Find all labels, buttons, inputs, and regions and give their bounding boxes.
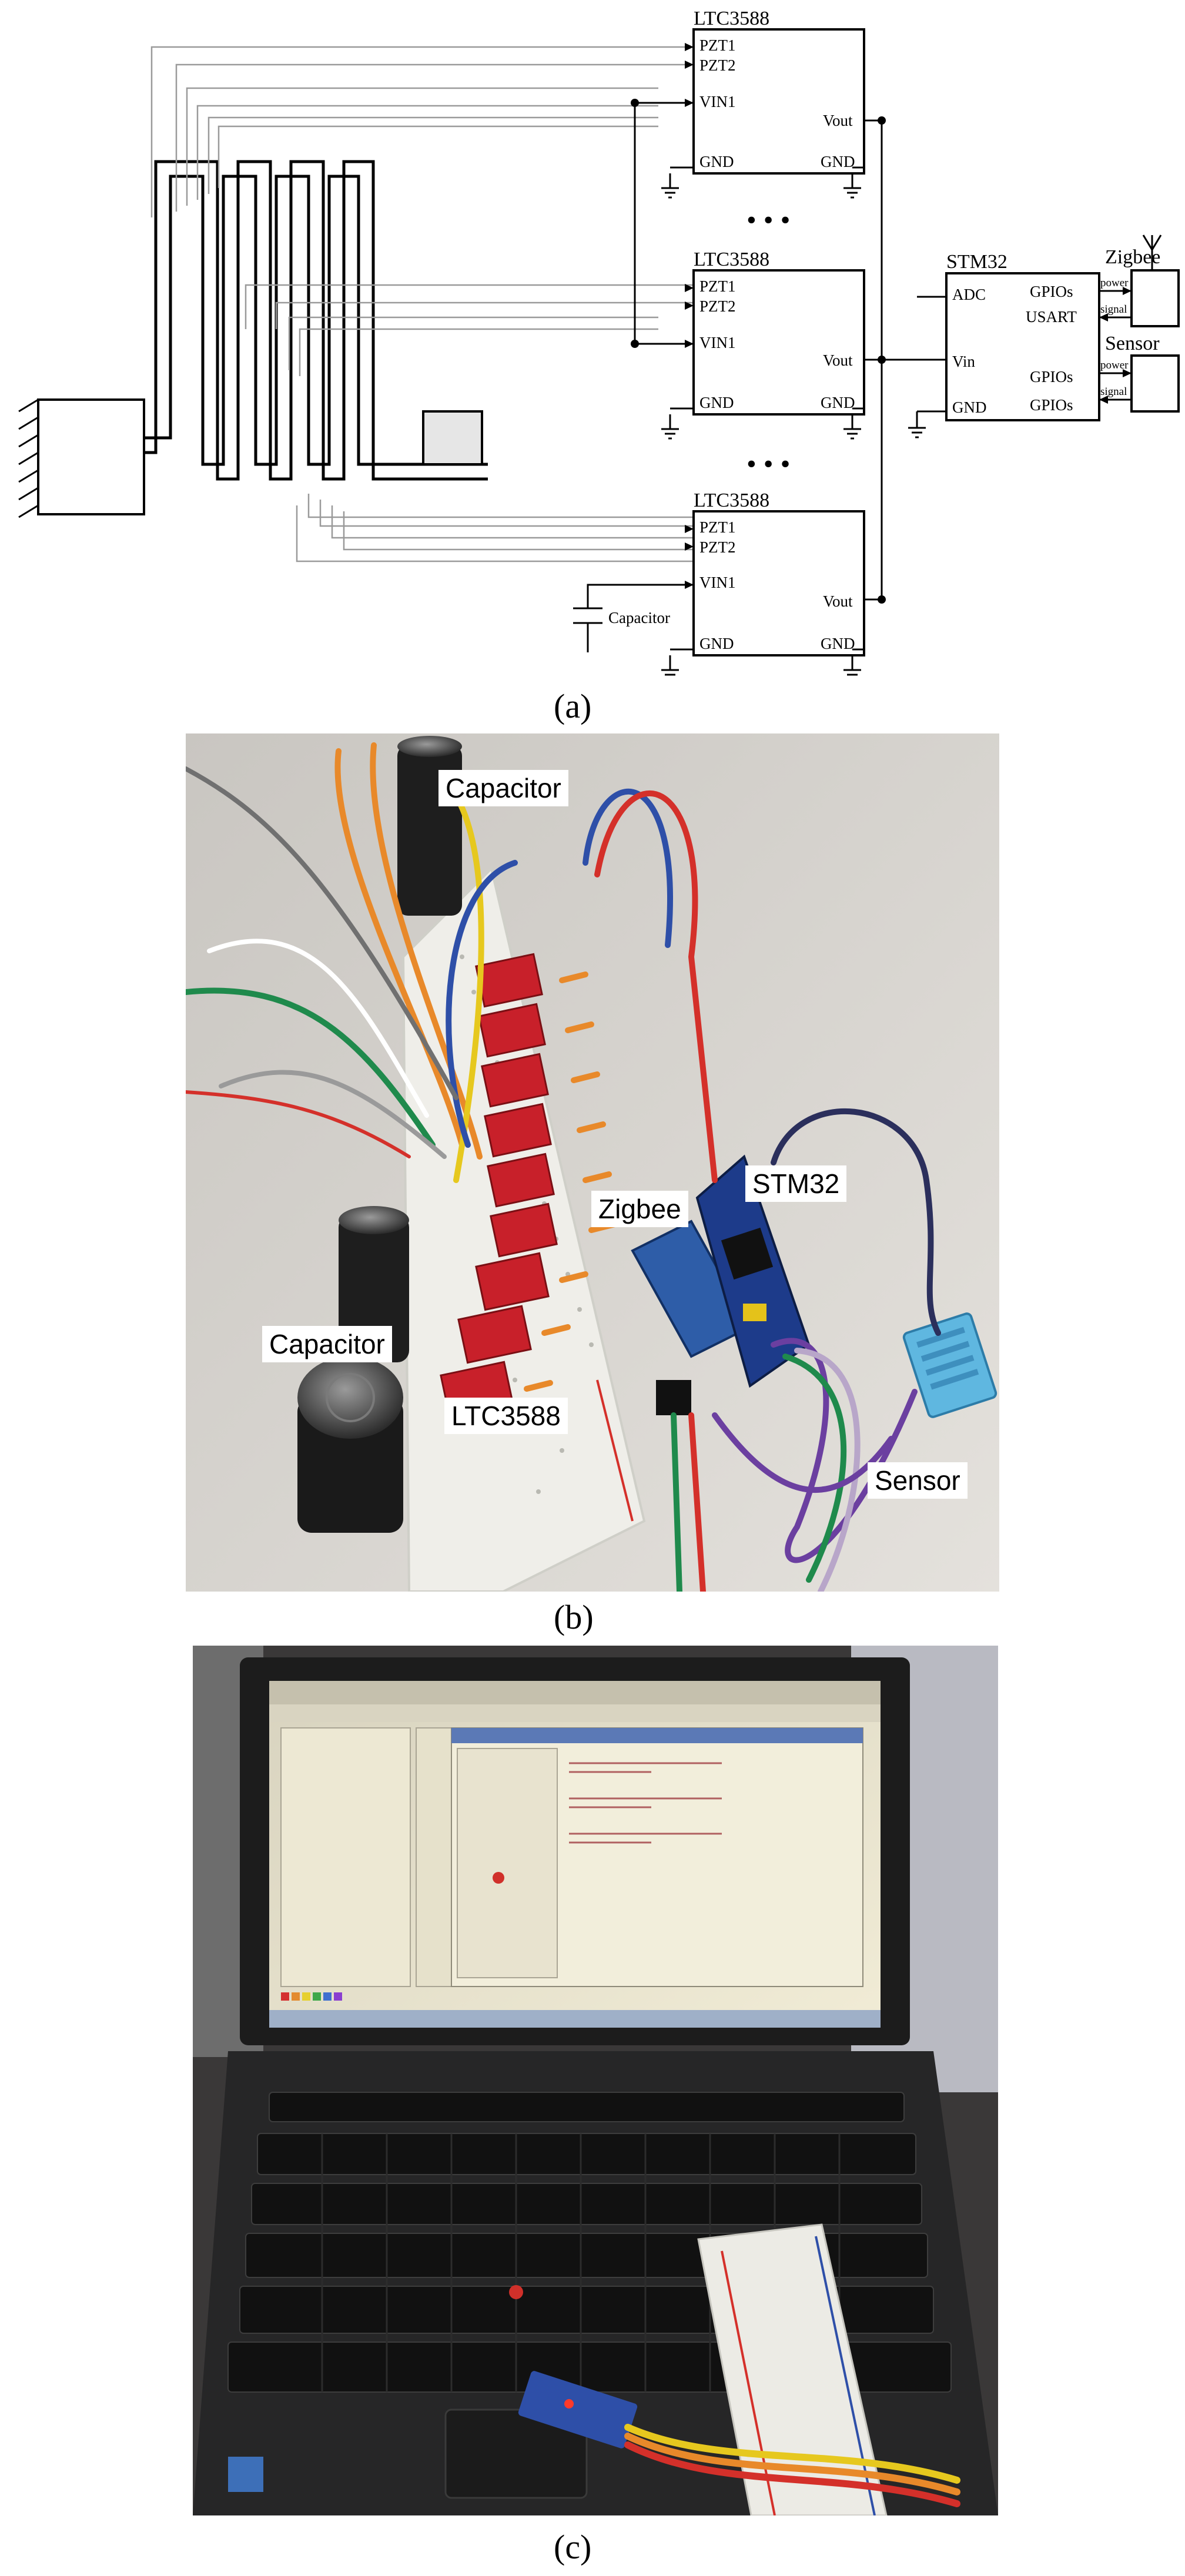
antenna-icon bbox=[1142, 235, 1162, 270]
mcu-pin: ADC bbox=[952, 286, 986, 303]
pin-label: VIN1 bbox=[699, 574, 736, 591]
pin-label: GND bbox=[699, 394, 734, 411]
panel-label-a: (a) bbox=[554, 687, 592, 725]
ltc3588-title-1: LTC3588 bbox=[694, 8, 769, 29]
label-zigbee: Zigbee bbox=[591, 1191, 688, 1227]
pzt-leads bbox=[150, 46, 694, 562]
panel-label-c: (c) bbox=[554, 2528, 592, 2566]
sensor-label: Sensor bbox=[1105, 333, 1160, 354]
laptop-screen bbox=[269, 1681, 881, 2028]
zigbee-block bbox=[1130, 269, 1180, 327]
pin-label: VIN1 bbox=[699, 334, 736, 351]
panel-label-b: (b) bbox=[554, 1598, 594, 1636]
tip-mass bbox=[422, 410, 483, 465]
pin-label: GND bbox=[821, 635, 855, 652]
label-stm32: STM32 bbox=[745, 1165, 847, 1202]
ellipsis-1: • • • bbox=[747, 205, 790, 236]
pin-arrows bbox=[685, 43, 694, 589]
pin-label: GND bbox=[699, 635, 734, 652]
pin-label: GND bbox=[699, 153, 734, 170]
windows-sticker bbox=[228, 2457, 263, 2492]
pin-label: PZT2 bbox=[699, 297, 736, 315]
circuit-schematic: LTC3588 LTC3588 LTC3588 PZT1 PZT2 VIN1 G… bbox=[18, 8, 1180, 676]
pin-label: PZT1 bbox=[699, 277, 736, 295]
pin-label: Vout bbox=[823, 112, 853, 129]
label-sensor: Sensor bbox=[868, 1462, 968, 1499]
breadboard-photo: Capacitor Capacitor Zigbee STM32 LTC3588… bbox=[186, 733, 999, 1592]
pin-label: PZT1 bbox=[699, 36, 736, 54]
pin-label: PZT2 bbox=[699, 538, 736, 556]
signal-tag: power bbox=[1100, 277, 1129, 289]
orange-jumpers bbox=[524, 972, 618, 1392]
ltc3588-boards bbox=[440, 953, 558, 1420]
serial-wires bbox=[624, 2424, 960, 2507]
signal-tag: power bbox=[1100, 359, 1129, 371]
jumper-wires bbox=[186, 742, 941, 1592]
pin-label: GND bbox=[821, 153, 855, 170]
power-bus bbox=[573, 102, 946, 670]
clamp-hatch bbox=[18, 398, 39, 518]
mcu-pin: GND bbox=[952, 398, 987, 416]
label-capacitor-top: Capacitor bbox=[438, 770, 568, 806]
pin-label: GND bbox=[821, 394, 855, 411]
stm32-board bbox=[695, 1154, 811, 1388]
mcu-pin: Vin bbox=[952, 353, 975, 370]
mcu-pin: GPIOs bbox=[1030, 368, 1073, 386]
ltc3588-module-2 bbox=[692, 269, 865, 416]
sensor-block bbox=[1130, 354, 1180, 413]
stm32-title: STM32 bbox=[946, 251, 1007, 273]
trackpoint bbox=[509, 2285, 523, 2299]
pin-label: PZT1 bbox=[699, 518, 736, 536]
capacitor-middle bbox=[339, 1206, 409, 1362]
laptop-photo bbox=[193, 1646, 998, 2515]
breadboard-illustration bbox=[186, 733, 999, 1592]
mcu-pin: GPIOs bbox=[1030, 283, 1073, 300]
mcu-pin: GPIOs bbox=[1030, 396, 1073, 414]
signal-tag: signal bbox=[1100, 386, 1127, 398]
usb-serial-module bbox=[518, 2371, 638, 2448]
pin-label: Vout bbox=[823, 351, 853, 369]
capacitor-top bbox=[397, 736, 462, 916]
mcu-pin: USART bbox=[1026, 308, 1077, 326]
ltc3588-module-1 bbox=[692, 28, 865, 175]
capacitor-label: Capacitor bbox=[608, 609, 670, 627]
label-ltc3588: LTC3588 bbox=[444, 1398, 568, 1434]
stm32-block bbox=[945, 272, 1100, 421]
pin-label: PZT2 bbox=[699, 56, 736, 74]
ltc3588-title-3: LTC3588 bbox=[694, 490, 769, 511]
ellipsis-2: • • • bbox=[747, 448, 790, 480]
small-breadboard bbox=[697, 2223, 888, 2515]
capacitor-bottom bbox=[297, 1356, 403, 1533]
pin-label: VIN1 bbox=[699, 93, 736, 110]
label-capacitor-left: Capacitor bbox=[262, 1326, 392, 1362]
clamp-block bbox=[37, 398, 145, 515]
bus-junctions bbox=[631, 99, 886, 604]
pin-label: Vout bbox=[823, 592, 853, 610]
ltc3588-title-2: LTC3588 bbox=[694, 249, 769, 270]
laptop-illustration bbox=[193, 1646, 998, 2515]
ltc3588-module-3 bbox=[692, 510, 865, 656]
signal-tag: signal bbox=[1100, 303, 1127, 316]
touchpad bbox=[444, 2408, 588, 2499]
mcu-arrows bbox=[1099, 287, 1132, 404]
